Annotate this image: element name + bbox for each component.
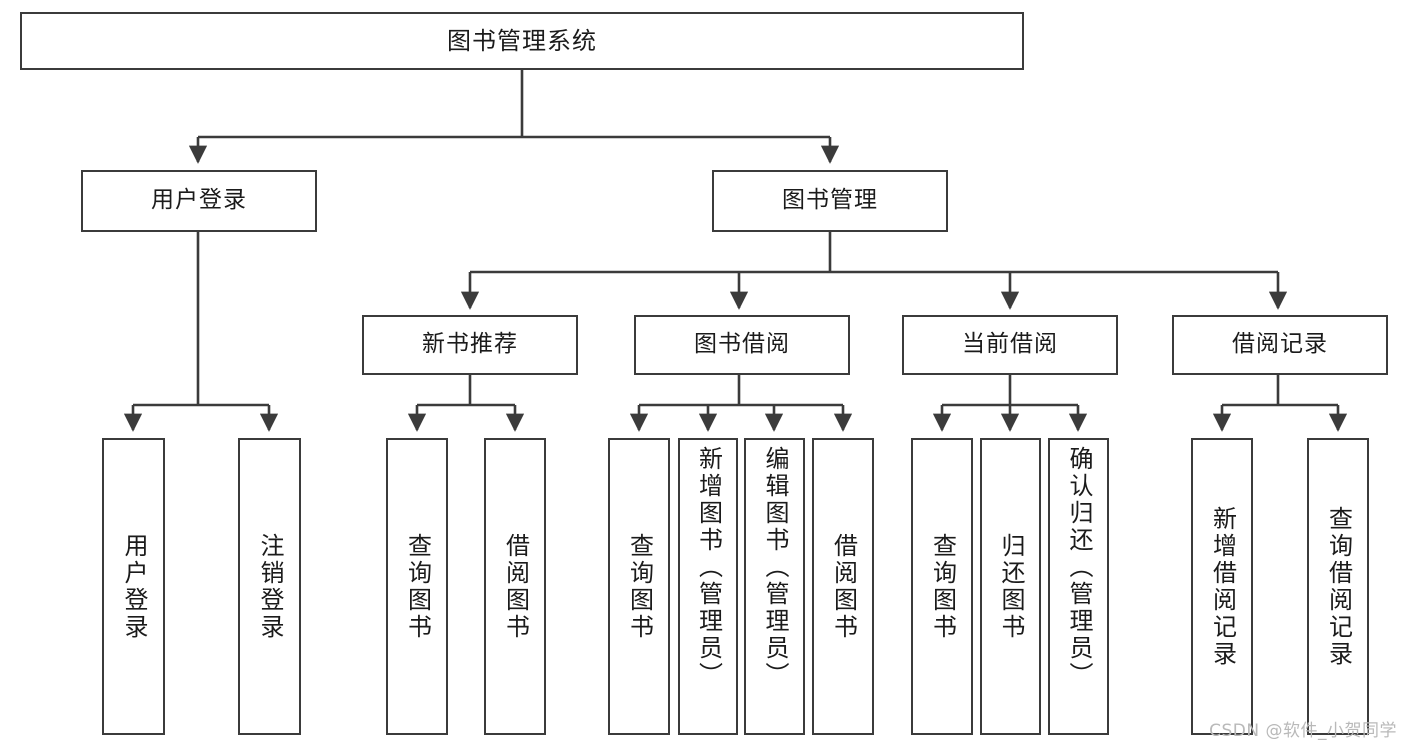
leaf-add-borrow-record[interactable]: 新增借阅记录: [1191, 438, 1253, 735]
node-borrow-record[interactable]: 借阅记录: [1172, 315, 1388, 375]
leaf-confirm-return[interactable]: 确认归还（管理员）: [1048, 438, 1109, 735]
leaf-add-book[interactable]: 新增图书（管理员）: [678, 438, 738, 735]
node-user-login[interactable]: 用户登录: [81, 170, 317, 232]
node-root-system[interactable]: 图书管理系统: [20, 12, 1024, 70]
node-book-manage[interactable]: 图书管理: [712, 170, 948, 232]
csdn-watermark: CSDN @软件_小贺同学: [1209, 721, 1397, 741]
leaf-borrow-book-borrow[interactable]: 借阅图书: [812, 438, 874, 735]
leaf-query-borrow-record[interactable]: 查询借阅记录: [1307, 438, 1369, 735]
leaf-query-book-recommend[interactable]: 查询图书: [386, 438, 448, 735]
leaf-logout[interactable]: 注销登录: [238, 438, 301, 735]
leaf-query-book-borrow[interactable]: 查询图书: [608, 438, 670, 735]
leaf-user-login[interactable]: 用户登录: [102, 438, 165, 735]
leaf-return-book[interactable]: 归还图书: [980, 438, 1041, 735]
node-new-book-recommend[interactable]: 新书推荐: [362, 315, 578, 375]
leaf-edit-book[interactable]: 编辑图书（管理员）: [744, 438, 805, 735]
node-current-borrow[interactable]: 当前借阅: [902, 315, 1118, 375]
leaf-query-book-current[interactable]: 查询图书: [911, 438, 973, 735]
node-book-borrow[interactable]: 图书借阅: [634, 315, 850, 375]
leaf-borrow-book-recommend[interactable]: 借阅图书: [484, 438, 546, 735]
